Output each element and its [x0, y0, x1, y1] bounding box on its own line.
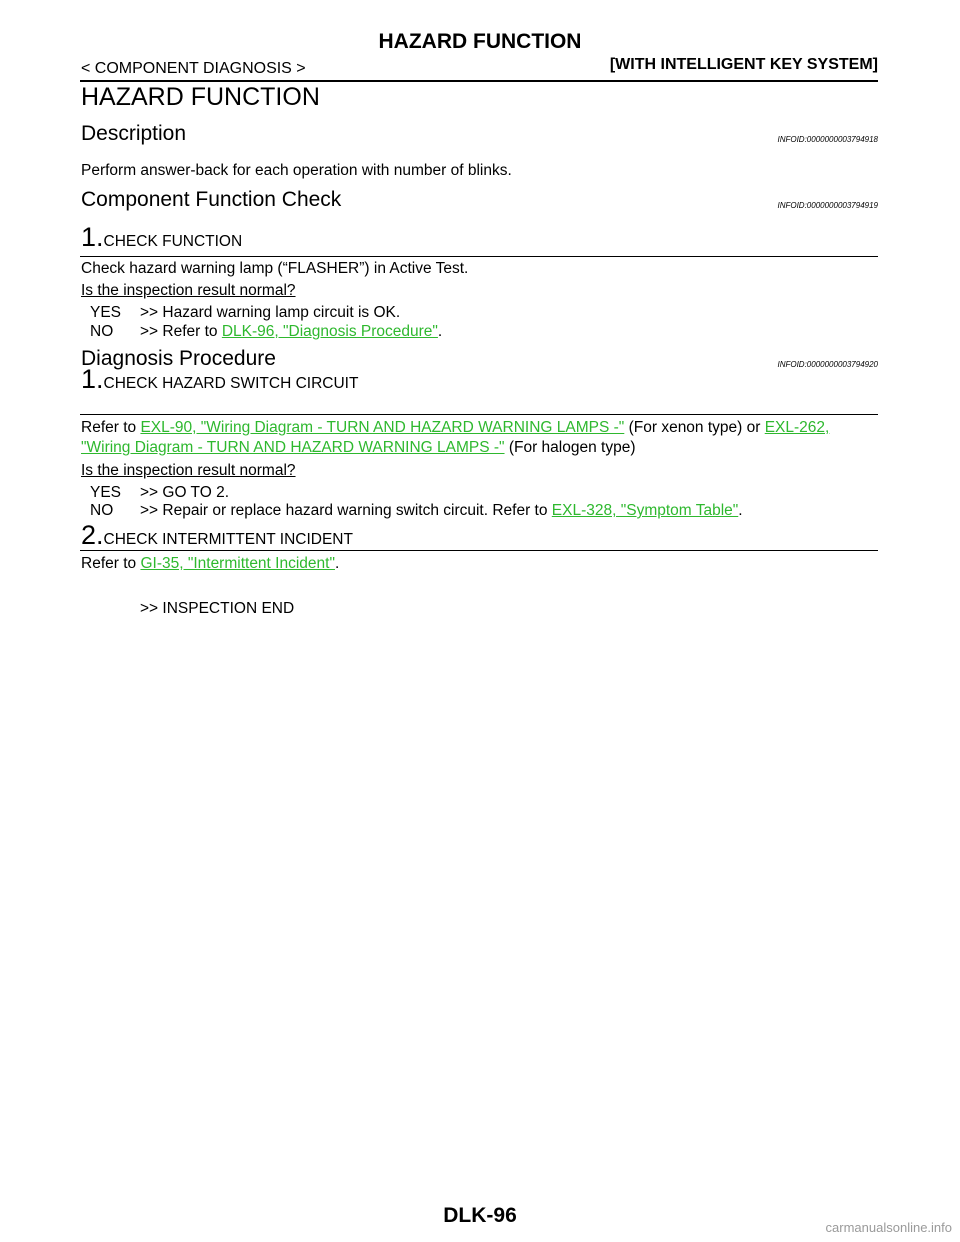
description-heading: Description [81, 122, 187, 145]
yes-key-2: YES [90, 484, 122, 501]
no-answer-2: NO >> Repair or replace hazard warning sw… [90, 502, 743, 520]
yes-key: YES [90, 304, 122, 321]
step1-heading: 1.CHECK HAZARD SWITCH CIRCUIT [81, 364, 358, 395]
diagnosis-procedure-link[interactable]: DLK-96, "Diagnosis Procedure" [221, 323, 438, 340]
step1-divider [80, 414, 878, 415]
refer2-prefix: Refer to [81, 555, 141, 572]
description-infoid: INFOID:0000000003794918 [777, 135, 878, 144]
inspection-end: >> INSPECTION END [140, 600, 295, 617]
step-title: CHECK FUNCTION [103, 233, 243, 250]
no-key-2: NO [90, 502, 114, 519]
step2-title: CHECK INTERMITTENT INCIDENT [103, 531, 353, 548]
diagnosis-heading: Diagnosis Procedure [81, 347, 276, 370]
wiring-diagram-halogen-link[interactable]: "Wiring Diagram - TURN AND HAZARD WARNIN… [81, 439, 505, 456]
step1-number: 1. [81, 364, 104, 394]
inspection-question-2: Is the inspection result normal? [81, 462, 296, 479]
step-number: 1. [81, 222, 104, 252]
watermark: carmanualsonline.info [825, 1220, 952, 1235]
step1-instruction: Refer to EXL-90, "Wiring Diagram - TURN … [81, 418, 881, 458]
check-instruction: Check hazard warning lamp (“FLASHER”) in… [81, 260, 469, 277]
description-text: Perform answer-back for each operation w… [81, 162, 512, 179]
wiring-diagram-xenon-link[interactable]: EXL-90, "Wiring Diagram - TURN AND HAZAR… [140, 419, 625, 436]
inspection-question: Is the inspection result normal? [81, 282, 296, 299]
step2-divider [80, 550, 878, 551]
step2-instruction: Refer to GI-35, "Intermittent Incident". [81, 554, 339, 574]
no-key: NO [90, 323, 114, 340]
system-label: [WITH INTELLIGENT KEY SYSTEM] [609, 56, 878, 73]
refer2-end: . [334, 555, 340, 572]
halogen-text: (For halogen type) [504, 439, 636, 456]
diagnosis-infoid: INFOID:0000000003794920 [777, 360, 878, 369]
wiring-diagram-halogen-link-page[interactable]: EXL-262, [764, 419, 830, 436]
page-title: HAZARD FUNCTION [81, 83, 320, 111]
no-answer: NO >> Refer to DLK-96, "Diagnosis Procedu… [90, 323, 442, 341]
refer-prefix: Refer to [81, 419, 141, 436]
no-text: >> Refer to [140, 323, 222, 340]
intermittent-incident-link[interactable]: GI-35, "Intermittent Incident" [140, 555, 335, 572]
page-number: DLK-96 [443, 1204, 517, 1227]
step1-title: CHECK HAZARD SWITCH CIRCUIT [103, 375, 359, 392]
step2-heading: 2.CHECK INTERMITTENT INCIDENT [81, 520, 353, 551]
yes-text-2: >> GO TO 2. [140, 484, 230, 501]
step-divider [80, 256, 878, 257]
component-check-heading: Component Function Check [81, 188, 342, 211]
step2-number: 2. [81, 520, 104, 550]
step-heading: 1.CHECK FUNCTION [81, 222, 242, 253]
yes-answer: YES >> Hazard warning lamp circuit is OK. [90, 304, 400, 322]
component-check-infoid: INFOID:0000000003794919 [777, 201, 878, 210]
yes-text: >> Hazard warning lamp circuit is OK. [140, 304, 401, 321]
header-divider [80, 80, 878, 82]
no-end-2: . [738, 502, 743, 519]
running-title: HAZARD FUNCTION [378, 30, 582, 53]
no-end: . [437, 323, 443, 340]
xenon-text: (For xenon type) or [624, 419, 765, 436]
breadcrumb: < COMPONENT DIAGNOSIS > [81, 60, 306, 77]
yes-answer-2: YES >> GO TO 2. [90, 484, 229, 502]
no-text-2: >> Repair or replace hazard warning swit… [140, 502, 552, 519]
symptom-table-link[interactable]: EXL-328, "Symptom Table" [551, 502, 739, 519]
